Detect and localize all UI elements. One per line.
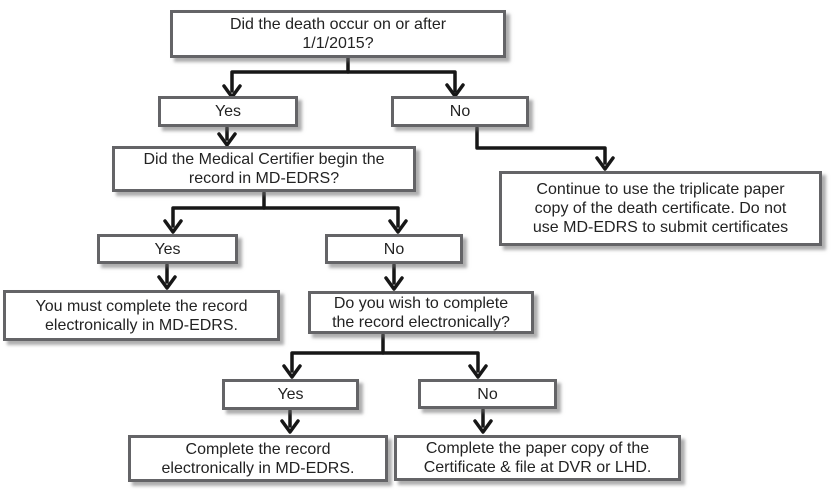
arrow-q1-split xyxy=(222,56,465,99)
arrow-yes2-to-must-complete xyxy=(157,263,177,290)
arrow-yes1-to-q2 xyxy=(217,126,237,147)
wish-electronic-no-box: No xyxy=(418,379,557,409)
must-complete-electronically-box: You must complete the record electronica… xyxy=(3,290,280,341)
complete-paper-copy-file-box: Complete the paper copy of the Certifica… xyxy=(394,435,681,481)
arrow-q2-split xyxy=(163,191,408,234)
arrow-no2-to-q3 xyxy=(384,263,404,291)
arrow-no1-to-paper xyxy=(475,126,615,171)
use-triplicate-paper-copy-box: Continue to use the triplicate paper cop… xyxy=(499,171,822,246)
decision-death-date-box: Did the death occur on or after 1/1/2015… xyxy=(170,10,506,58)
certifier-began-yes-box: Yes xyxy=(97,234,238,264)
arrow-no3-to-complete-paper xyxy=(473,408,493,434)
death-date-no-box: No xyxy=(391,96,529,127)
arrow-yes3-to-complete-electronic xyxy=(280,409,300,434)
decision-certifier-began-record-box: Did the Medical Certifier begin the reco… xyxy=(112,146,416,192)
death-date-yes-box: Yes xyxy=(158,96,298,127)
arrow-q3-split xyxy=(282,333,488,379)
wish-electronic-yes-box: Yes xyxy=(222,379,359,410)
complete-record-electronically-box: Complete the record electronically in MD… xyxy=(128,435,388,482)
certifier-began-no-box: No xyxy=(325,234,463,264)
decision-wish-complete-electronically-box: Do you wish to complete the record elect… xyxy=(308,291,534,334)
